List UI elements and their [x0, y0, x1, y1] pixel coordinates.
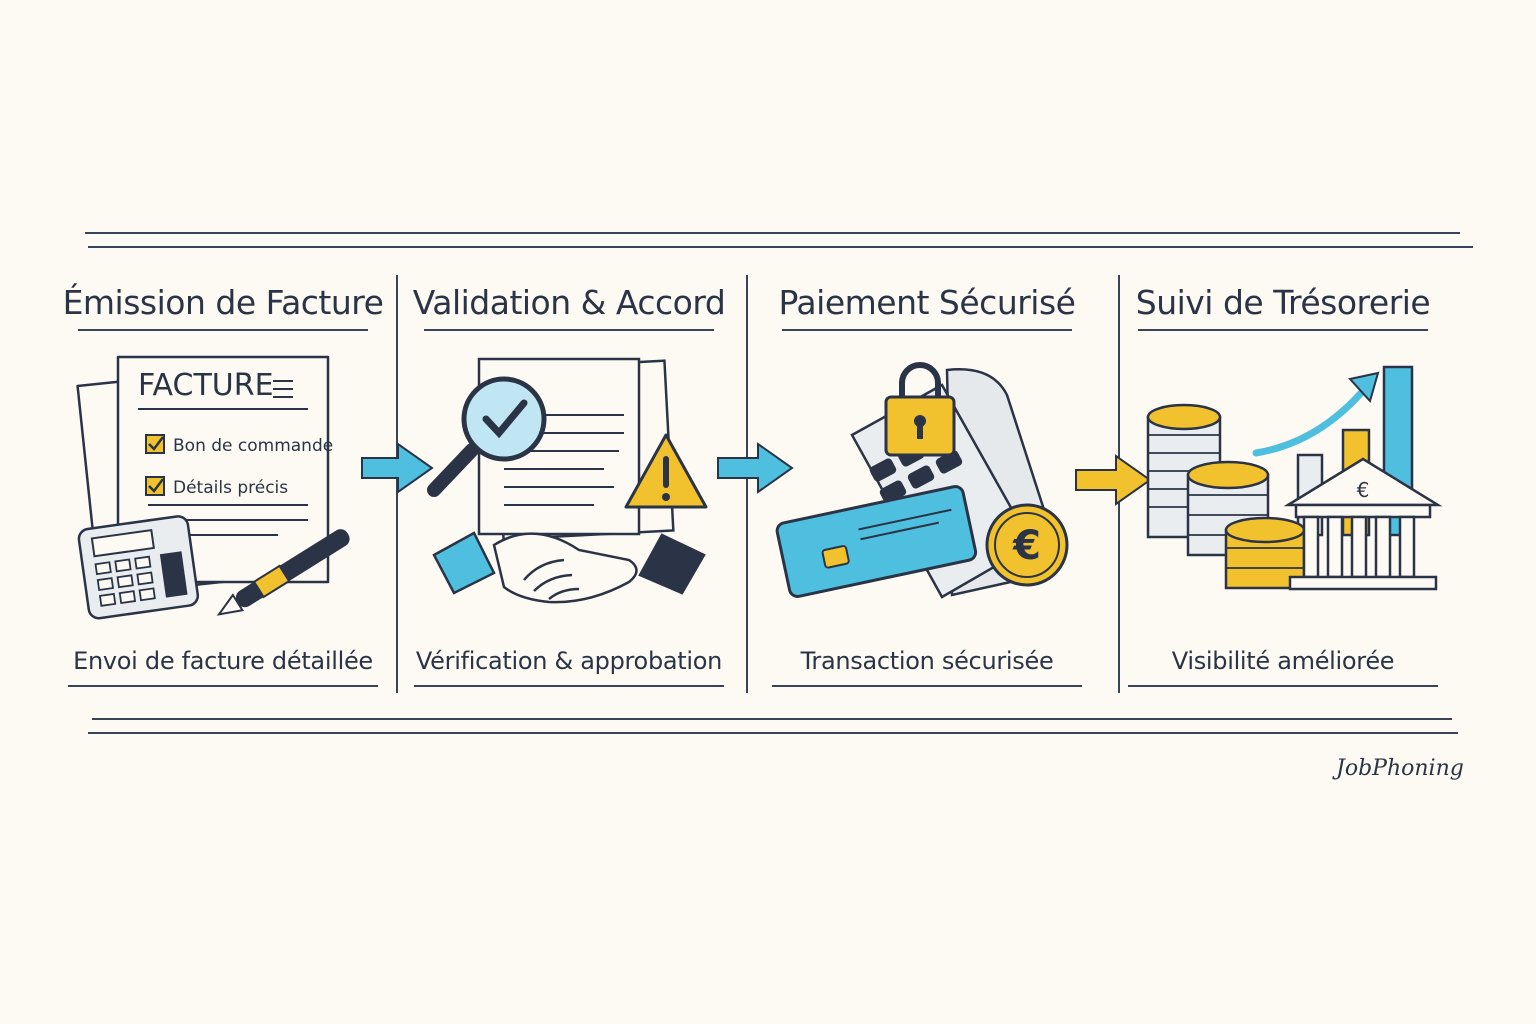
- flow-arrow-1: [361, 442, 434, 494]
- flow-arrow-3: [1075, 454, 1152, 506]
- stage-cash-tracking: Suivi de Trésorerie: [1118, 275, 1448, 693]
- caption-underline: [1128, 685, 1438, 687]
- top-rule-2: [88, 246, 1473, 248]
- stage-caption: Transaction sécurisée: [800, 647, 1054, 675]
- coin-symbol: €: [1012, 523, 1041, 569]
- checklist-item: Détails précis: [173, 478, 288, 498]
- pen-icon: [216, 529, 350, 616]
- calculator-icon: [77, 515, 200, 620]
- stage-title: Suivi de Trésorerie: [1135, 283, 1431, 322]
- stage-title: Validation & Accord: [412, 283, 726, 322]
- checkbox-icon: [145, 434, 165, 454]
- trend-arrow-icon: [1252, 371, 1380, 457]
- invoice-heading: FACTURE: [138, 368, 274, 403]
- title-underline: [782, 329, 1072, 331]
- bank-symbol: €: [1357, 478, 1370, 502]
- magnifier-check-icon: [427, 376, 547, 497]
- stage-caption: Vérification & approbation: [415, 647, 723, 675]
- stage-secure-payment: Paiement Sécurisé: [762, 275, 1092, 693]
- handshake-icon: [432, 531, 706, 604]
- checklist-item: Bon de commande: [173, 436, 333, 456]
- padlock-icon: [884, 362, 956, 457]
- stage-title: Paiement Sécurisé: [778, 283, 1076, 322]
- brand-signature: JobPhoning: [1336, 756, 1464, 781]
- stage-caption: Visibilité améliorée: [1171, 647, 1395, 675]
- bottom-rule-2: [88, 732, 1458, 734]
- treasury-illustration: €: [1146, 365, 1443, 591]
- euro-coin-icon: €: [985, 503, 1069, 587]
- validation-illustration: [427, 357, 708, 604]
- bottom-rule-1: [92, 718, 1452, 720]
- stage-caption: Envoi de facture détaillée: [73, 647, 373, 675]
- credit-card-icon: [775, 485, 978, 598]
- checkbox-icon: [145, 476, 165, 496]
- stage-validation: Validation & Accord: [404, 275, 734, 693]
- caption-underline: [414, 685, 724, 687]
- stage-invoice-issue: Émission de Facture FACTURE Bon de comma…: [58, 275, 388, 693]
- invoice-illustration: FACTURE Bon de commande Détails précis: [76, 355, 350, 620]
- bank-icon: €: [1283, 457, 1443, 591]
- top-rule-1: [85, 232, 1460, 234]
- caption-underline: [772, 685, 1082, 687]
- caption-underline: [68, 685, 378, 687]
- column-divider-2: [746, 275, 748, 693]
- title-underline: [1138, 329, 1428, 331]
- title-underline: [78, 329, 368, 331]
- payment-illustration: €: [775, 362, 1069, 599]
- flow-arrow-2: [717, 442, 794, 494]
- stage-title: Émission de Facture: [62, 283, 384, 322]
- title-underline: [424, 329, 714, 331]
- warning-icon: [624, 433, 708, 509]
